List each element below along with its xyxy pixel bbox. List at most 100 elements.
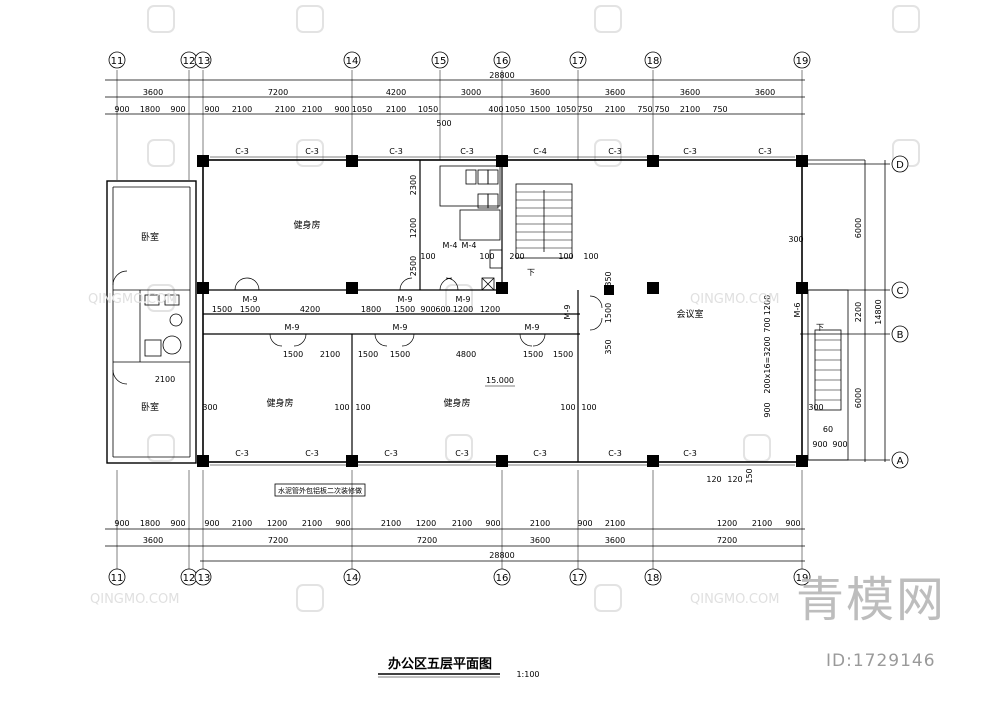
dim-misc: 1200: [763, 295, 772, 315]
dim-top-r1-5: 3600: [605, 88, 625, 97]
dim-top-r1-2: 4200: [386, 88, 406, 97]
room-meeting: 会议室: [676, 308, 703, 320]
window-label: C-3: [683, 147, 697, 156]
dim-misc: 700: [763, 317, 772, 332]
dim-misc: 150: [745, 468, 754, 483]
dim-misc: 1500: [604, 303, 613, 323]
window-label: C-3: [533, 449, 547, 458]
axis-label-bottom-17: 17: [572, 573, 585, 584]
window-label: C-3: [608, 449, 622, 458]
axis-label-top-16: 16: [496, 56, 509, 67]
dim-bottom-r1-9: 1200: [416, 519, 436, 528]
window-label: C-3: [455, 449, 469, 458]
dim-top-r2-2: 900: [170, 105, 185, 114]
dim-top-r2-17: 750: [637, 105, 652, 114]
axis-label-bottom-11: 11: [111, 573, 124, 584]
dim-misc: 2300: [409, 175, 418, 195]
dim-misc: 200: [509, 252, 524, 261]
dim-top-total: 28800: [489, 71, 514, 80]
dim-misc: 900: [763, 402, 772, 417]
watermark-brand-cn: 青模网: [796, 572, 947, 628]
dim-top-r2-6: 2100: [302, 105, 322, 114]
dim-bottom-r1-3: 900: [204, 519, 219, 528]
dim-misc: 100: [583, 252, 598, 261]
dim-corridor-b: 1500: [523, 350, 543, 359]
dim-top-r2-5: 2100: [275, 105, 295, 114]
dim-top-r2-11: 400: [488, 105, 503, 114]
dim-top-r2-19: 2100: [680, 105, 700, 114]
axis-label-right-a: A: [897, 456, 904, 467]
dim-right-0: 6000: [854, 218, 863, 238]
drawing-scale: 1:100: [516, 670, 539, 679]
dim-misc: 300: [788, 235, 803, 244]
dim-top-500: 500: [436, 119, 451, 128]
dim-bottom-r2-4: 3600: [605, 536, 625, 545]
window-label: C-4: [533, 147, 547, 156]
axis-label-bottom-19: 19: [796, 573, 809, 584]
door-label: M-4: [462, 241, 477, 250]
dim-bottom-r1-16: 2100: [752, 519, 772, 528]
watermark-brand-en-2: QINGMO.COM: [690, 292, 780, 307]
dim-top-r1-0: 3600: [143, 88, 163, 97]
stair-direction-label-2: 下: [816, 323, 824, 332]
axis-label-bottom-18: 18: [647, 573, 660, 584]
dim-bottom-r2-1: 7200: [268, 536, 288, 545]
dim-misc: 300: [808, 403, 823, 412]
dim-top-r1-7: 3600: [755, 88, 775, 97]
dim-corridor: 1200: [453, 305, 473, 314]
axis-label-bottom-16: 16: [496, 573, 509, 584]
dim-bottom-r1-0: 900: [114, 519, 129, 528]
room-bedroom-1: 卧室: [141, 231, 159, 243]
dim-top-r1-4: 3600: [530, 88, 550, 97]
dim-misc: 1200: [409, 218, 418, 238]
dim-corridor: 1500: [240, 305, 260, 314]
dim-corridor-b: 1500: [358, 350, 378, 359]
dim-top-r2-12: 1050: [505, 105, 525, 114]
dim-corridor: 600: [435, 305, 450, 314]
dim-bottom-r1-12: 2100: [530, 519, 550, 528]
door-label: M-9: [525, 323, 540, 332]
dim-bottom-r1-15: 1200: [717, 519, 737, 528]
axis-label-top-18: 18: [647, 56, 660, 67]
door-label: M-4: [443, 241, 458, 250]
dim-misc: 60: [823, 425, 833, 434]
dim-top-r2-16: 2100: [605, 105, 625, 114]
window-label: C-3: [460, 147, 474, 156]
dim-top-r2-20: 750: [712, 105, 727, 114]
dim-right-2: 6000: [854, 388, 863, 408]
door-label: M-9: [243, 295, 258, 304]
dim-misc: 120: [727, 475, 742, 484]
dim-top-r2-7: 900: [334, 105, 349, 114]
dim-bottom-r2-2: 7200: [417, 536, 437, 545]
dim-bottom-r1-4: 2100: [232, 519, 252, 528]
window-label: C-3: [305, 147, 319, 156]
dim-corridor: 1200: [480, 305, 500, 314]
dim-bottom-r1-11: 900: [485, 519, 500, 528]
dim-misc: 100: [420, 252, 435, 261]
dim-bottom-r1-7: 900: [335, 519, 350, 528]
dim-top-r2-9: 2100: [386, 105, 406, 114]
dim-corridor-b: 1500: [390, 350, 410, 359]
dim-corridor-b: 1500: [553, 350, 573, 359]
dim-bottom-total: 28800: [489, 551, 514, 560]
structural-columns: [197, 155, 808, 467]
watermark-id: ID:1729146: [826, 651, 936, 671]
axis-label-right-b: B: [897, 330, 904, 341]
door-label: M-6: [793, 303, 802, 318]
dim-bottom-r1-17: 900: [785, 519, 800, 528]
window-label: C-3: [608, 147, 622, 156]
axis-label-bottom-13: 13: [198, 573, 211, 584]
dim-corridor: 900: [420, 305, 435, 314]
door-label: M-9: [285, 323, 300, 332]
axis-label-top-11: 11: [111, 56, 124, 67]
dim-top-r2-8: 1050: [352, 105, 372, 114]
dim-corridor: 1500: [212, 305, 232, 314]
room-gym-3: 健身房: [443, 397, 470, 409]
window-label: C-3: [758, 147, 772, 156]
dim-top-r2-4: 2100: [232, 105, 252, 114]
axis-label-top-14: 14: [346, 56, 359, 67]
axis-label-bottom-14: 14: [346, 573, 359, 584]
dim-bottom-r1-2: 900: [170, 519, 185, 528]
door-label: M-9: [398, 295, 413, 304]
